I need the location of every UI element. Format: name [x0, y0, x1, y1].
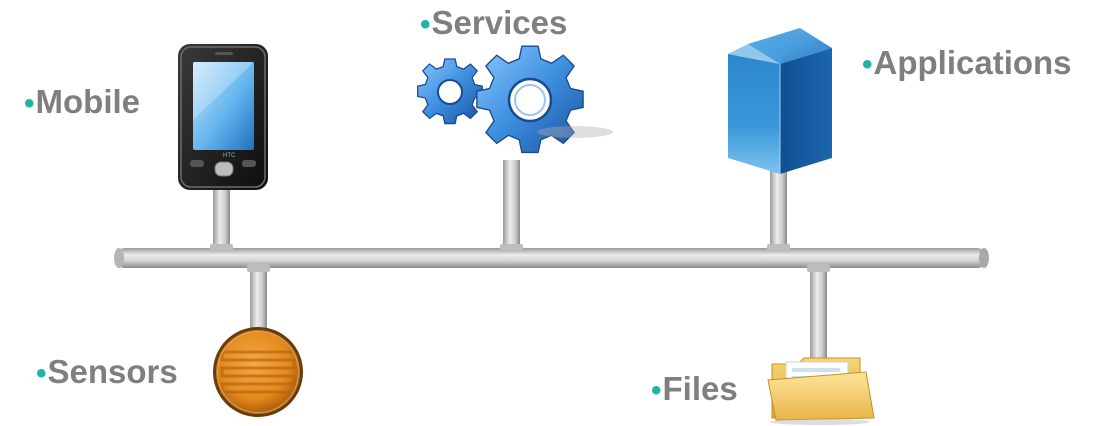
label-files-text: Files [662, 370, 738, 407]
joint-mobile [210, 244, 233, 252]
joint-sensors [247, 264, 270, 272]
label-files: •Files [651, 372, 738, 406]
bullet-services: • [420, 8, 431, 41]
bullet-files: • [651, 374, 662, 407]
label-sensors: •Sensors [36, 355, 178, 389]
bullet-mobile: • [24, 87, 35, 120]
svg-text:HTC: HTC [223, 153, 236, 159]
pipe-services [503, 160, 520, 258]
label-sensors-text: Sensors [47, 353, 178, 390]
bus-end-left [114, 248, 124, 268]
sensor-icon [213, 327, 303, 417]
label-services-text: Services [431, 4, 568, 41]
smartphone-icon: HTC [178, 44, 268, 190]
joint-applications [767, 244, 790, 252]
label-applications-text: Applications [873, 44, 1072, 81]
folder-icon [767, 357, 875, 425]
gears-icon [417, 45, 613, 154]
pipe-applications [770, 170, 787, 258]
label-services: •Services [420, 6, 567, 40]
label-mobile: •Mobile [24, 85, 140, 119]
label-mobile-text: Mobile [35, 83, 141, 120]
pipe-mobile [213, 188, 230, 258]
server-cube-icon [728, 28, 832, 174]
joint-services [500, 244, 523, 252]
main-bus-pipe [115, 248, 987, 268]
bus-end-right [979, 248, 989, 268]
pipe-sensors [250, 258, 267, 340]
bullet-sensors: • [36, 357, 47, 390]
bullet-applications: • [862, 48, 873, 81]
label-applications: •Applications [862, 46, 1072, 80]
pipe-files [810, 258, 827, 358]
joint-files [807, 264, 830, 272]
